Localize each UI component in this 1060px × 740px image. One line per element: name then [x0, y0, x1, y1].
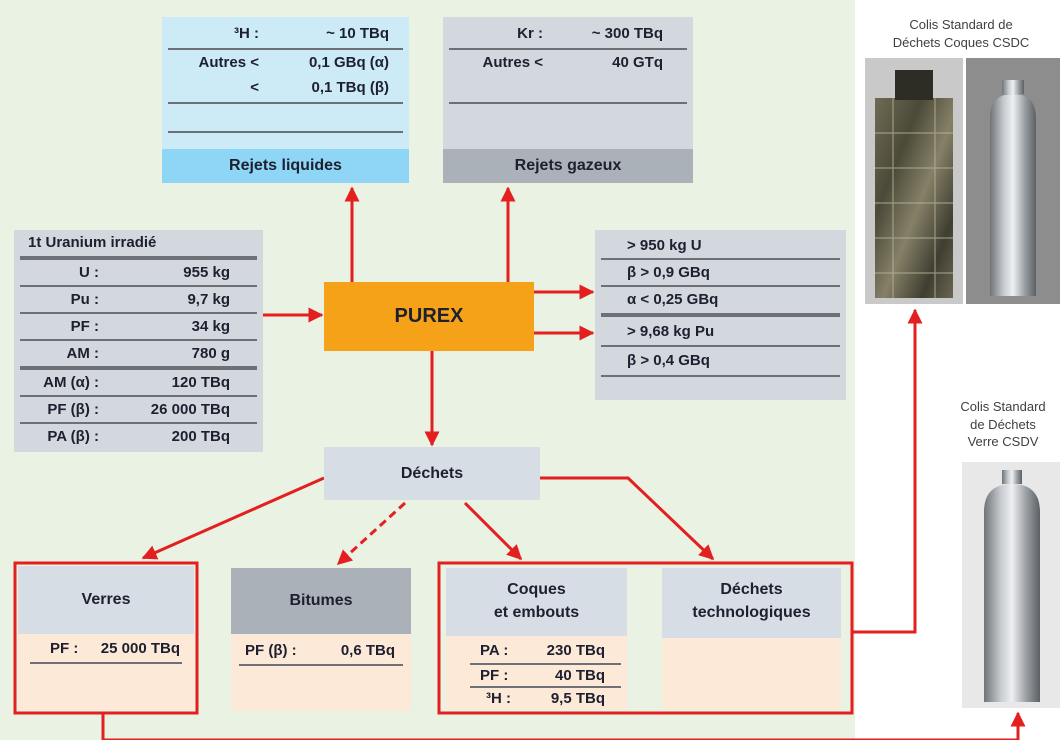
techno-title-line2: technologiques	[692, 603, 811, 621]
coques-title-line1: Coques	[507, 580, 566, 598]
output-row: > 950 kg U	[627, 236, 702, 254]
techno-header	[662, 568, 841, 638]
liquid-releases-box: ³H :~ 10 TBq Autres <0,1 GBq (α) <0,1 TB…	[162, 17, 409, 183]
arrow-dechets-to-techno	[540, 476, 715, 561]
input-row: Pu :9,7 kg	[70, 290, 230, 308]
purex-box: PUREX	[324, 282, 534, 351]
dechets-box: Déchets	[324, 447, 540, 500]
input-row: AM (α) :120 TBq	[43, 373, 230, 391]
coques-box: Coques et embouts PA :230 TBq PF :40 TBq…	[446, 568, 627, 709]
csdv-caption: Colis Standard de Déchets Verre CSDV	[960, 399, 1046, 450]
output-row: β > 0,9 GBq	[627, 263, 710, 281]
techno-box: Déchets technologiques	[662, 568, 841, 709]
arrow-verres-to-csdv	[101, 711, 1026, 740]
coques-techno-frame	[437, 561, 854, 715]
arrow-dechets-to-coques	[463, 501, 523, 561]
outputs-box: > 950 kg U β > 0,9 GBq α < 0,25 GBq > 9,…	[595, 230, 846, 400]
input-row: PA (β) :200 TBq	[47, 427, 230, 445]
liquid-row: <0,1 TBq (β)	[250, 78, 389, 96]
arrow-coques-to-csdc	[852, 308, 923, 634]
gas-releases-label: Rejets gazeux	[443, 149, 693, 183]
verres-title: Verres	[18, 566, 194, 634]
coques-row: PF :40 TBq	[480, 666, 605, 684]
input-row: AM :780 g	[66, 344, 231, 362]
input-title: 1t Uranium irradié	[28, 234, 157, 251]
coques-row: ³H :9,5 TBq	[486, 689, 605, 707]
liquid-releases-label: Rejets liquides	[162, 149, 409, 183]
output-row: α < 0,25 GBq	[627, 290, 719, 308]
output-row: β > 0,4 GBq	[627, 351, 710, 369]
bitumes-title: Bitumes	[231, 568, 411, 634]
bitumes-box: Bitumes PF (β) :0,6 TBq	[231, 568, 411, 711]
bitumes-row: PF (β) :0,6 TBq	[245, 641, 395, 659]
coques-row: PA :230 TBq	[480, 641, 605, 659]
gas-row: Kr :~ 300 TBq	[517, 24, 663, 42]
input-uranium-box: 1t Uranium irradié U :955 kg Pu :9,7 kg …	[14, 230, 263, 452]
techno-title-line1: Déchets	[720, 580, 783, 598]
gas-releases-box: Kr :~ 300 TBq Autres <40 GTq Rejets gaze…	[443, 17, 693, 183]
gas-row: Autres <40 GTq	[482, 53, 663, 71]
input-row: PF (β) :26 000 TBq	[47, 400, 230, 418]
input-row: U :955 kg	[79, 263, 230, 281]
input-row: PF :34 kg	[70, 317, 230, 335]
purex-label: PUREX	[394, 305, 464, 327]
dechets-label: Déchets	[400, 464, 464, 482]
csdc-caption: Colis Standard de Déchets Coques CSDC	[892, 17, 1030, 50]
arrow-dechets-to-bitumes	[336, 501, 407, 566]
verres-frame	[13, 561, 199, 715]
csdc-canister-photo	[966, 58, 1060, 304]
verres-box: Verres PF :25 000 TBq	[18, 566, 194, 710]
coques-header	[446, 568, 627, 636]
liquid-row: Autres <0,1 GBq (α)	[198, 53, 389, 71]
verres-row: PF :25 000 TBq	[50, 639, 180, 657]
liquid-row: ³H :~ 10 TBq	[234, 24, 389, 42]
coques-title-line2: et embouts	[493, 603, 580, 621]
output-row: > 9,68 kg Pu	[627, 322, 715, 340]
csdc-compacted-photo	[865, 58, 963, 304]
arrow-dechets-to-verres	[141, 476, 325, 560]
csdv-canister-photo	[962, 462, 1060, 708]
